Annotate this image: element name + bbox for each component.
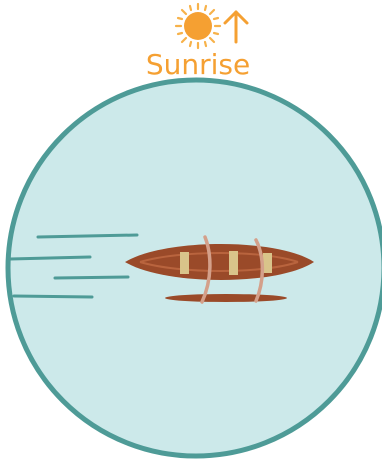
motion-line — [10, 257, 90, 259]
motion-line — [38, 235, 137, 237]
canoe-seat — [229, 251, 238, 275]
canoe-seat — [263, 253, 272, 273]
sun-icon — [176, 4, 220, 48]
sunrise-label: Sunrise — [146, 48, 250, 81]
canoe-shadow — [165, 294, 287, 302]
motion-line — [55, 277, 128, 278]
up-arrow-icon — [225, 12, 247, 42]
canoe-seat — [180, 252, 189, 274]
motion-line — [14, 296, 92, 297]
